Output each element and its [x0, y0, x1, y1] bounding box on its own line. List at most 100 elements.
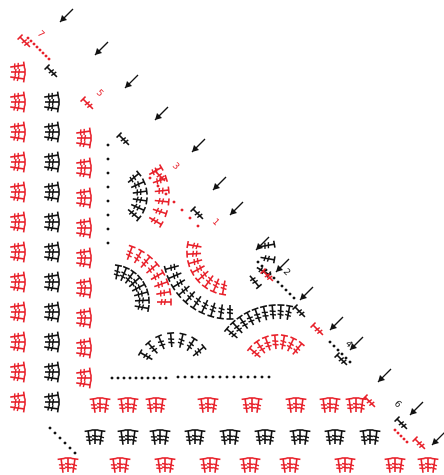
double-crochet-symbol	[44, 182, 59, 203]
chain-dot	[148, 176, 152, 180]
chain-dot	[48, 426, 52, 430]
double-crochet-symbol	[198, 398, 219, 413]
double-crochet-symbol	[76, 158, 91, 179]
chain-dot	[164, 192, 168, 196]
double-crochet-symbol	[154, 334, 169, 352]
arrow-icon	[191, 138, 206, 153]
double-crochet-symbol	[385, 458, 406, 473]
chain-dot	[44, 54, 48, 58]
chain-dot	[348, 360, 352, 364]
chain-dot	[32, 42, 36, 46]
double-crochet-symbol	[225, 304, 235, 320]
chain-dot	[73, 451, 77, 455]
double-crochet-symbol	[76, 338, 91, 359]
double-crochet-symbol	[44, 122, 59, 143]
slip-stitch-mark	[43, 63, 61, 81]
chain-stitches	[26, 36, 409, 455]
double-crochet-symbol	[289, 340, 306, 358]
chain-dot	[156, 184, 160, 188]
double-crochet-symbol	[44, 92, 59, 113]
double-crochet-symbol	[131, 186, 148, 198]
double-crochet-symbol	[259, 305, 271, 322]
left-edge-stitches	[10, 62, 91, 413]
double-crochet-symbol	[90, 398, 111, 413]
chain-dot	[197, 375, 201, 379]
double-crochet-symbol	[282, 304, 294, 322]
double-crochet-symbol	[259, 239, 276, 251]
double-crochet-symbol	[10, 212, 25, 233]
double-crochet-symbol	[110, 458, 131, 473]
chain-dot	[38, 48, 42, 52]
chain-dot	[146, 376, 150, 380]
double-crochet-symbol	[267, 304, 278, 321]
double-crochet-symbol	[44, 242, 59, 263]
chain-dot	[239, 375, 243, 379]
arrow-icon	[377, 368, 392, 383]
arrow-icon	[229, 201, 244, 216]
double-crochet-symbol	[206, 300, 219, 318]
arrow-icon	[299, 286, 314, 301]
chain-dot	[288, 292, 292, 296]
double-crochet-symbol	[10, 332, 25, 353]
chain-dot	[211, 375, 215, 379]
chain-dot	[218, 375, 222, 379]
double-crochet-symbol	[44, 212, 59, 233]
double-crochet-symbol	[151, 205, 169, 218]
double-crochet-symbol	[170, 276, 188, 291]
double-crochet-symbol	[276, 304, 286, 321]
double-crochet-symbol	[118, 430, 139, 445]
double-crochet-symbol	[335, 458, 356, 473]
arrow-icon	[409, 401, 424, 416]
chain-dot	[393, 428, 397, 432]
chain-dot	[106, 199, 110, 203]
chain-dot	[332, 344, 336, 348]
double-crochet-symbol	[76, 308, 91, 329]
double-crochet-symbol	[76, 248, 91, 269]
double-crochet-symbol	[255, 430, 276, 445]
chain-dot	[256, 260, 260, 264]
double-crochet-symbol	[286, 398, 307, 413]
double-crochet-symbol	[154, 287, 172, 299]
chain-dot	[276, 280, 280, 284]
double-crochet-symbol	[277, 334, 289, 351]
chain-dot	[63, 441, 67, 445]
chain-dot	[328, 340, 332, 344]
chain-dot	[152, 376, 156, 380]
slip-stitch-mark	[189, 205, 207, 223]
double-crochet-symbol	[186, 255, 204, 268]
chain-dot	[106, 171, 110, 175]
stitch-fans	[111, 163, 306, 364]
double-crochet-symbol	[175, 332, 188, 350]
arrow-icon	[329, 316, 344, 331]
row-labels: 1 2 3 4 5 6 7	[35, 29, 403, 410]
double-crochet-symbol	[166, 332, 177, 349]
double-crochet-symbol	[131, 194, 148, 206]
double-crochet-symbol	[44, 332, 59, 353]
double-crochet-symbol	[125, 206, 142, 222]
double-crochet-symbol	[270, 334, 281, 351]
double-crochet-symbol	[10, 302, 25, 323]
double-crochet-symbol	[418, 458, 439, 473]
double-crochet-symbol	[163, 261, 181, 274]
double-crochet-symbol	[10, 272, 25, 293]
chain-dot	[402, 437, 406, 441]
double-crochet-symbol	[123, 244, 137, 262]
row-label-1: 1	[210, 217, 221, 228]
chain-dot	[164, 376, 168, 380]
double-crochet-symbol	[118, 398, 139, 413]
double-crochet-symbol	[320, 398, 341, 413]
row-label-5: 5	[94, 88, 105, 99]
chain-dot	[47, 57, 51, 61]
double-crochet-symbol	[144, 339, 161, 357]
double-crochet-symbol	[44, 152, 59, 173]
double-crochet-symbol	[10, 92, 25, 113]
double-crochet-symbol	[76, 218, 91, 239]
chain-dot	[344, 356, 348, 360]
double-crochet-symbol	[10, 362, 25, 383]
double-crochet-symbol	[216, 303, 227, 320]
double-crochet-symbol	[220, 430, 241, 445]
double-crochet-symbol	[325, 430, 346, 445]
chain-dot	[396, 431, 400, 435]
double-crochet-symbol	[186, 249, 203, 259]
double-crochet-symbol	[200, 458, 221, 473]
